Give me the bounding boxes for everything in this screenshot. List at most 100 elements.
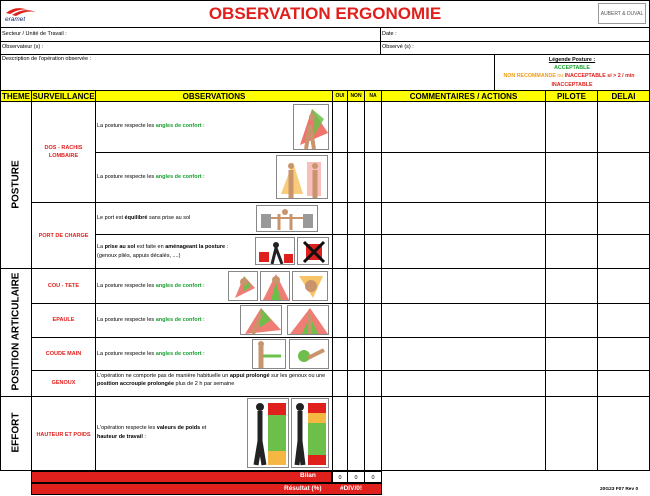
obs-text-bold: aménageant la posture bbox=[165, 244, 226, 250]
col-observations: OBSERVATIONS bbox=[95, 90, 333, 102]
date-field[interactable]: Date : bbox=[382, 31, 397, 37]
observateur-field[interactable]: Observateur (s) : bbox=[2, 44, 44, 50]
bilan-row bbox=[31, 471, 332, 483]
obs-text: sans prise au sol bbox=[147, 215, 191, 221]
coude-illustration-1 bbox=[252, 339, 286, 369]
obs-text-bold: valeurs de poids bbox=[156, 425, 201, 431]
obs-text-bold: hauteur de travail bbox=[97, 433, 143, 440]
legend-posture: Légende Posture : ACCEPTABLE NON RECOMMA… bbox=[494, 56, 650, 89]
observe-field[interactable]: Observé (s) : bbox=[382, 44, 414, 50]
obs-text: est faite en bbox=[135, 244, 166, 250]
theme-posture: POSTURE bbox=[10, 160, 22, 209]
surv-coude: COUDE MAIN bbox=[45, 351, 82, 357]
surv-dos-line2: LOMBAIRE bbox=[48, 153, 79, 160]
effort-illustration-1 bbox=[247, 398, 289, 468]
obs-text-bold: angles de confort bbox=[155, 351, 202, 357]
dos-illustration-2 bbox=[276, 155, 328, 199]
obs-text: sur les genoux bbox=[269, 373, 307, 379]
obs-port-2: La prise au sol est faite en aménageant … bbox=[97, 243, 262, 261]
obs-text: La bbox=[97, 244, 105, 250]
obs-text-bold: équilibré bbox=[124, 215, 148, 221]
obs-text: L'opération ne comporte pas de manière h… bbox=[97, 373, 230, 379]
obs-effort: L'opération respecte les valeurs de poid… bbox=[97, 424, 247, 442]
cou-illustration-2 bbox=[260, 271, 290, 301]
legend-acceptable: ACCEPTABLE bbox=[554, 65, 590, 72]
eramet-logo-icon bbox=[6, 8, 36, 16]
resultat-value: #DIV/0! bbox=[340, 485, 363, 492]
port-illustration-2 bbox=[255, 237, 295, 265]
surv-hauteur: HAUTEUR ET POIDS bbox=[36, 432, 91, 438]
port-illustration-3 bbox=[297, 237, 329, 265]
obs-port-1: Le port est équilibré sans prise au sol bbox=[97, 214, 257, 223]
surv-port: PORT DE CHARGE bbox=[38, 233, 89, 239]
obs-text-bold: angles de confort bbox=[155, 123, 202, 129]
epaule-illustration-2 bbox=[287, 305, 329, 335]
surv-cou: COU - TETE bbox=[47, 283, 80, 289]
obs-epaule: La posture respecte les angles de confor… bbox=[97, 316, 297, 325]
obs-dos-2: La posture respecte les angles de confor… bbox=[97, 173, 297, 182]
obs-text: Le port est bbox=[97, 215, 125, 221]
legend-inacc-cond: INACCEPTABLE si > 2 / min bbox=[564, 73, 635, 80]
theme-position: POSITION ARTICULAIRE bbox=[10, 272, 22, 391]
description-field[interactable]: Description de l'opération observée : bbox=[2, 56, 92, 62]
effort-illustration-2 bbox=[291, 398, 329, 468]
legend-inacceptable: INACCEPTABLE bbox=[551, 81, 593, 88]
cou-illustration-1 bbox=[228, 271, 258, 301]
port-illustration-1 bbox=[256, 205, 318, 232]
obs-coude: La posture respecte les angles de confor… bbox=[97, 350, 297, 359]
surv-genoux: GENOUX bbox=[51, 380, 76, 386]
bilan-oui: 0 bbox=[332, 471, 348, 483]
obs-text-bold: position accroupie prolongée bbox=[97, 381, 175, 388]
obs-text: plus de 2 h par semaine bbox=[174, 381, 235, 388]
legend-ou: ou bbox=[555, 73, 565, 80]
secteur-field[interactable]: Secteur / Unité de Travail : bbox=[2, 31, 67, 37]
obs-text: (genoux pliés, appuis décalés, ....) bbox=[97, 252, 181, 259]
resultat-label: Résultat (%) bbox=[284, 485, 322, 492]
col-oui: OUI bbox=[332, 90, 348, 102]
eramet-logo: eramet bbox=[2, 4, 50, 24]
coude-illustration-2 bbox=[289, 339, 329, 369]
obs-text-bold: prise au sol bbox=[104, 244, 136, 250]
eramet-logo-text: eramet bbox=[5, 16, 26, 23]
obs-text: : bbox=[225, 244, 229, 250]
col-delai: DELAI bbox=[597, 90, 650, 102]
aubert-duval-logo-text: AUBERT & DUVAL bbox=[600, 10, 644, 17]
form-reference: 20G23 F07 Rev 0 bbox=[600, 487, 639, 492]
obs-text: : bbox=[142, 433, 146, 440]
legend-non-reco: NON RECOMMANDE bbox=[503, 73, 556, 80]
resultat-row bbox=[31, 483, 382, 495]
obs-text: ou une bbox=[306, 373, 326, 379]
cou-illustration-3 bbox=[292, 271, 328, 301]
obs-text: : bbox=[201, 351, 205, 357]
theme-effort: EFFORT bbox=[10, 412, 22, 453]
dos-illustration-1 bbox=[293, 104, 329, 150]
bilan-na: 0 bbox=[364, 471, 382, 483]
epaule-illustration-1 bbox=[240, 305, 282, 335]
obs-text-bold: angles de confort bbox=[155, 317, 202, 323]
legend-title: Légende Posture : bbox=[548, 57, 596, 63]
surv-epaule: EPAULE bbox=[52, 317, 75, 323]
obs-text: La posture respecte les bbox=[97, 174, 156, 180]
obs-text: La posture respecte les bbox=[97, 317, 156, 323]
obs-text: La posture respecte les bbox=[97, 283, 156, 289]
obs-text: La posture respecte les bbox=[97, 351, 156, 357]
aubert-duval-logo: AUBERT & DUVAL bbox=[598, 3, 646, 24]
obs-text: : bbox=[201, 123, 205, 129]
obs-cou: La posture respecte les angles de confor… bbox=[97, 282, 297, 291]
obs-dos-1: La posture respecte les angles de confor… bbox=[97, 122, 297, 131]
obs-text-bold: appui prolongé bbox=[229, 373, 270, 379]
page-title: OBSERVATION ERGONOMIE bbox=[208, 4, 442, 23]
obs-genoux: L'opération ne comporte pas de manière h… bbox=[97, 372, 331, 389]
surv-dos-line1: DOS - RACHIS bbox=[44, 145, 83, 151]
obs-text: : bbox=[201, 317, 205, 323]
obs-text: La posture respecte les bbox=[97, 123, 156, 129]
obs-text-bold: angles de confort bbox=[155, 283, 202, 289]
col-non: NON bbox=[347, 90, 365, 102]
obs-text: : bbox=[201, 283, 205, 289]
bilan-non: 0 bbox=[347, 471, 365, 483]
obs-text: : bbox=[201, 174, 205, 180]
obs-text: et bbox=[200, 425, 207, 431]
obs-text-bold: angles de confort bbox=[155, 174, 202, 180]
obs-text: L'opération respecte les bbox=[97, 425, 157, 431]
bilan-label: Bilan bbox=[300, 472, 316, 479]
